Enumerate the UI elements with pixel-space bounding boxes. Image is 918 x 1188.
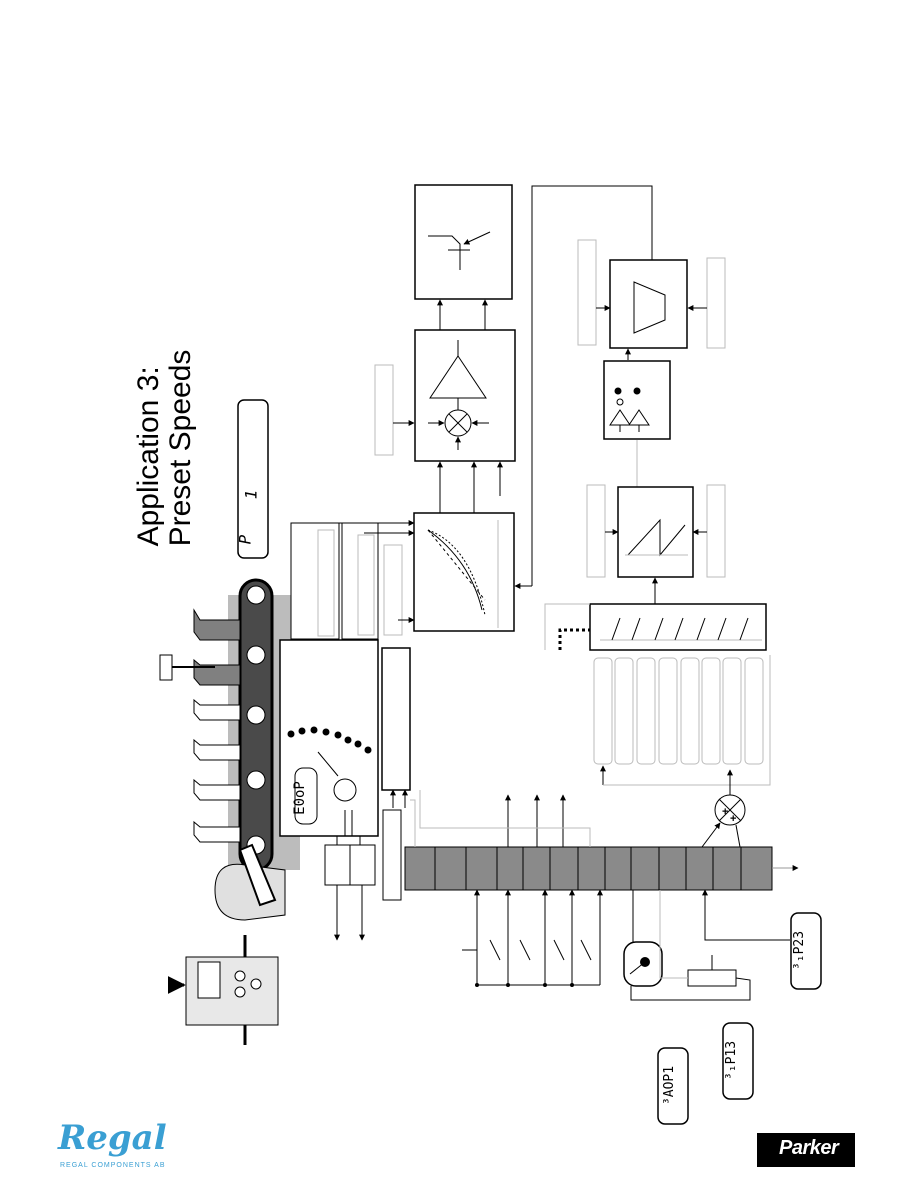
display-sp23 — [790, 912, 822, 990]
regal-logo: Regal REGAL COMPONENTS AB — [58, 1118, 168, 1174]
display-sp23-text: ³₁P23 — [792, 930, 808, 971]
comparator-block — [603, 360, 671, 440]
logic-block — [381, 647, 411, 791]
display-saop-text: ³AOP1 — [662, 1065, 678, 1106]
display-top-left-text: P — [235, 534, 255, 545]
display-top-right-text: 1 — [241, 489, 261, 500]
encoder-selector — [279, 639, 379, 837]
svg-text:+: + — [730, 813, 736, 825]
display-sp13 — [722, 1022, 754, 1100]
preset-switch-block — [544, 603, 767, 651]
summing-junction: + + — [701, 769, 746, 848]
title-line-2: Preset Speeds — [164, 349, 197, 547]
ramp-param-boxes — [290, 520, 415, 640]
preset-columns — [593, 655, 771, 786]
relay-outputs — [324, 808, 402, 941]
svg-text:+: + — [722, 806, 728, 818]
terminal-strip — [404, 846, 799, 891]
display-encoder-text: E0oP — [291, 781, 308, 815]
ramp-block — [413, 512, 515, 632]
drive-illustration — [167, 935, 279, 1045]
title-line-1: Application 3: — [132, 366, 165, 547]
page-title: Application 3: Preset Speeds — [132, 349, 197, 547]
conveyor-illustration — [159, 578, 300, 921]
parker-logo-text: Parker — [779, 1137, 839, 1159]
parker-logo: Parker — [757, 1133, 855, 1167]
regal-logo-word: Regal — [58, 1118, 167, 1158]
display-saop — [657, 1047, 689, 1125]
sawtooth-block — [586, 484, 726, 578]
digital-input-switches — [462, 889, 603, 987]
summing-block — [374, 329, 516, 462]
display-sp13-text: ³₁P13 — [724, 1040, 740, 1081]
parameter-display-top — [237, 399, 269, 559]
regal-logo-subtitle: REGAL COMPONENTS AB — [60, 1162, 166, 1169]
speed-potentiometer — [623, 890, 751, 1001]
output-block — [414, 184, 513, 300]
limiter-block — [577, 239, 726, 349]
